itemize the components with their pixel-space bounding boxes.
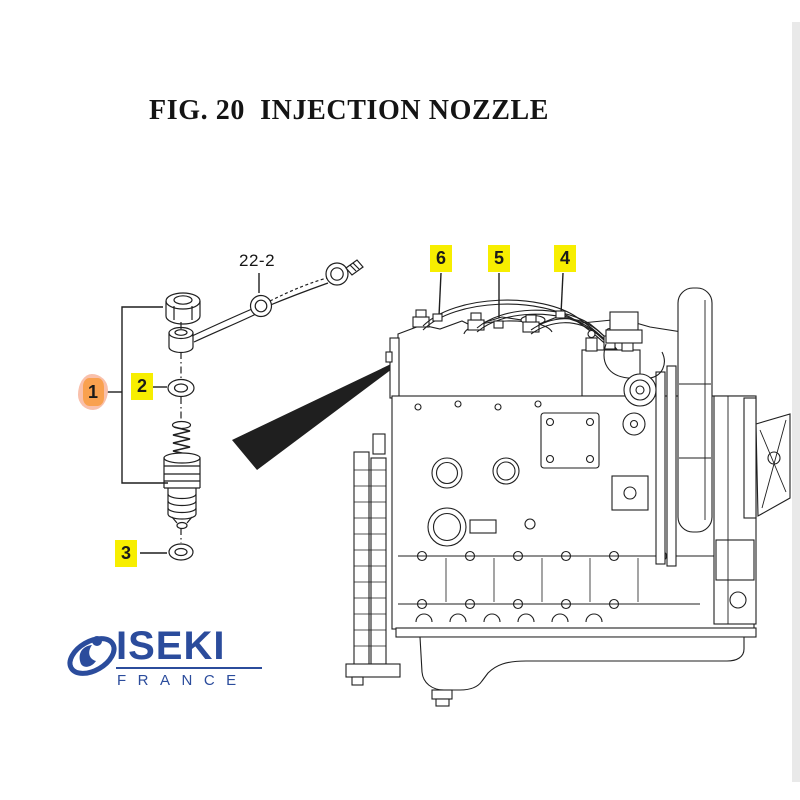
scrollbar-track[interactable] (792, 22, 800, 782)
callout-22-2: 22-2 (239, 251, 276, 270)
engine-art (345, 287, 791, 707)
callout-2[interactable]: 2 (131, 373, 153, 400)
logo-divider (116, 667, 262, 669)
callout-3[interactable]: 3 (115, 540, 137, 567)
fuel-pipe-art (191, 259, 364, 343)
callout-5[interactable]: 5 (488, 245, 510, 272)
nozzle-assembly-art (163, 292, 201, 561)
callout-1-highlight[interactable]: 1 (78, 374, 108, 410)
callout-1[interactable]: 1 (82, 378, 104, 406)
callout-6[interactable]: 6 (430, 245, 452, 272)
figure-title: FIG. 20 INJECTION NOZZLE (149, 95, 550, 126)
iseki-logo-icon (67, 636, 117, 676)
pointer-arrow (232, 354, 412, 470)
logo-brand-text: ISEKI (116, 624, 226, 668)
logo-region-text: FRANCE (117, 672, 248, 689)
callout-4[interactable]: 4 (554, 245, 576, 272)
